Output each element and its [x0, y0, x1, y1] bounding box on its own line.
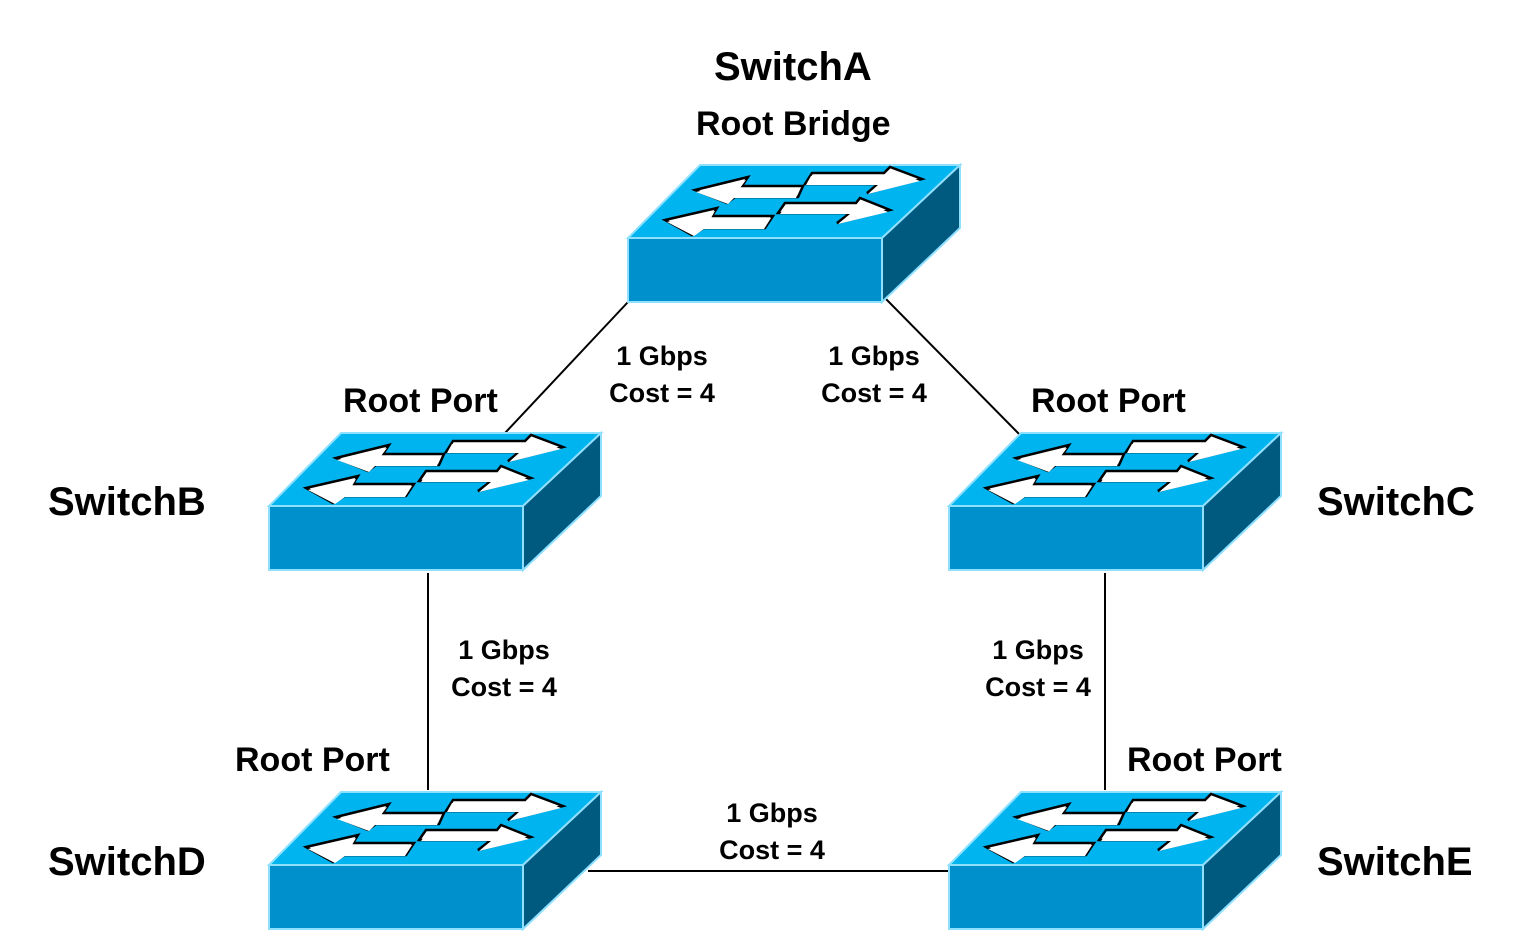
link-b-d-label: 1 Gbps Cost = 4: [451, 632, 557, 706]
link-speed: 1 Gbps: [616, 341, 708, 371]
switch-d-icon: [267, 790, 603, 931]
link-c-e-label: 1 Gbps Cost = 4: [985, 632, 1091, 706]
switch-c-name: SwitchC: [1317, 480, 1475, 524]
link-d-e-label: 1 Gbps Cost = 4: [719, 795, 825, 869]
switch-d-port: Root Port: [235, 741, 390, 779]
link-speed: 1 Gbps: [828, 341, 920, 371]
link-a-c-label: 1 Gbps Cost = 4: [821, 338, 927, 412]
link-a-c: [885, 298, 1022, 437]
link-speed: 1 Gbps: [726, 798, 818, 828]
link-a-b: [504, 301, 629, 434]
switch-c-port: Root Port: [1031, 382, 1186, 420]
switch-a-role: Root Bridge: [696, 105, 891, 143]
link-cost: Cost = 4: [609, 378, 715, 408]
switch-e-icon: [947, 790, 1283, 931]
switch-a-icon: [626, 163, 962, 304]
switch-d-name: SwitchD: [48, 840, 206, 884]
link-cost: Cost = 4: [985, 672, 1091, 702]
switch-e-port: Root Port: [1127, 741, 1282, 779]
switch-c-icon: [947, 431, 1283, 572]
link-a-b-label: 1 Gbps Cost = 4: [609, 338, 715, 412]
switch-a-name: SwitchA: [714, 45, 872, 89]
switch-b-name: SwitchB: [48, 480, 206, 524]
switch-b-port: Root Port: [343, 382, 498, 420]
switch-b-icon: [267, 431, 603, 572]
link-cost: Cost = 4: [451, 672, 557, 702]
switch-e-name: SwitchE: [1317, 840, 1473, 884]
link-cost: Cost = 4: [719, 835, 825, 865]
link-cost: Cost = 4: [821, 378, 927, 408]
link-speed: 1 Gbps: [458, 635, 550, 665]
link-speed: 1 Gbps: [992, 635, 1084, 665]
